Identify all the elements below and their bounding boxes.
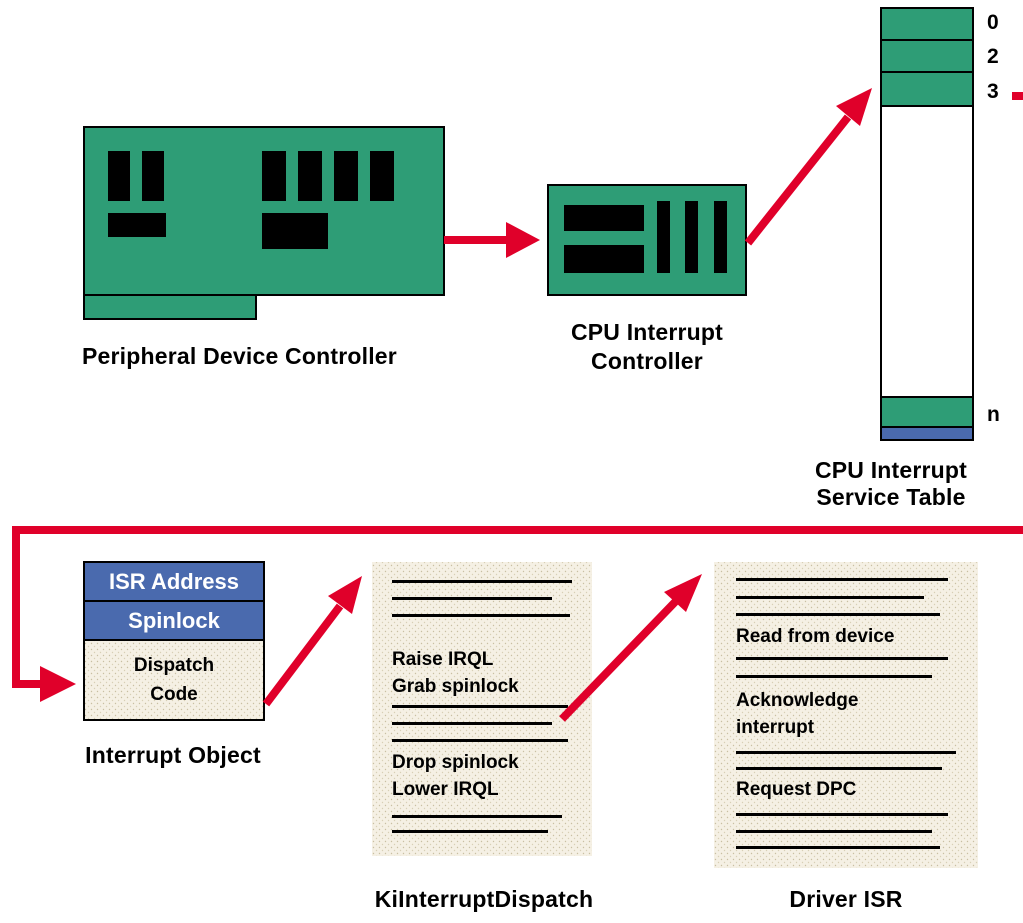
ki-grab-spinlock: Grab spinlock: [392, 676, 519, 697]
cpu-controller-label-line2: Controller: [591, 348, 703, 374]
flow-arrows: [12, 88, 1023, 722]
ki-lower-irql: Lower IRQL: [392, 779, 499, 800]
dispatch-code-line2: Code: [150, 684, 198, 705]
arrow-board-to-controller: [444, 222, 540, 258]
cpu-controller-label-line1: CPU Interrupt: [570, 319, 724, 345]
table-entry-n: n: [987, 403, 1000, 426]
route-line-to-object: [12, 526, 1023, 702]
isr-read-device: Read from device: [736, 626, 895, 647]
peripheral-device-board: [83, 126, 445, 320]
dispatch-code-field: Dispatch Code: [84, 651, 264, 709]
peripheral-device-label: Peripheral Device Controller: [82, 343, 397, 369]
cpu-interrupt-controller-chip: [547, 184, 747, 296]
isr-request-dpc: Request DPC: [736, 779, 857, 800]
ki-raise-irql: Raise IRQL: [392, 649, 494, 670]
driver-isr-label: Driver ISR: [789, 886, 903, 912]
interrupt-object-label: Interrupt Object: [85, 742, 261, 768]
table-entry-0: 0: [987, 11, 999, 34]
interrupt-object-box: [83, 561, 265, 721]
arrow-controller-to-table: [744, 88, 872, 246]
ki-dispatch-label: KiInterruptDispatch: [374, 886, 594, 912]
arrow-table-exit: [1012, 92, 1023, 100]
isr-interrupt: interrupt: [736, 717, 815, 738]
cpu-interrupt-service-table: [880, 7, 974, 441]
isr-address-field: ISR Address: [108, 569, 239, 594]
ki-drop-spinlock: Drop spinlock: [392, 752, 519, 773]
driver-isr-page: [714, 562, 978, 868]
dispatch-code-line1: Dispatch: [133, 655, 215, 676]
table-entry-2: 2: [987, 45, 999, 68]
ki-dispatch-page: [372, 562, 592, 856]
isr-acknowledge: Acknowledge: [736, 690, 859, 711]
spinlock-field: Spinlock: [128, 608, 220, 633]
table-entry-3: 3: [987, 80, 999, 103]
service-table-label-line1: CPU Interrupt: [814, 457, 968, 483]
arrow-object-to-dispatch: [262, 576, 362, 707]
service-table-label-line2: Service Table: [816, 484, 966, 510]
arrow-dispatch-to-isr: [559, 574, 702, 722]
